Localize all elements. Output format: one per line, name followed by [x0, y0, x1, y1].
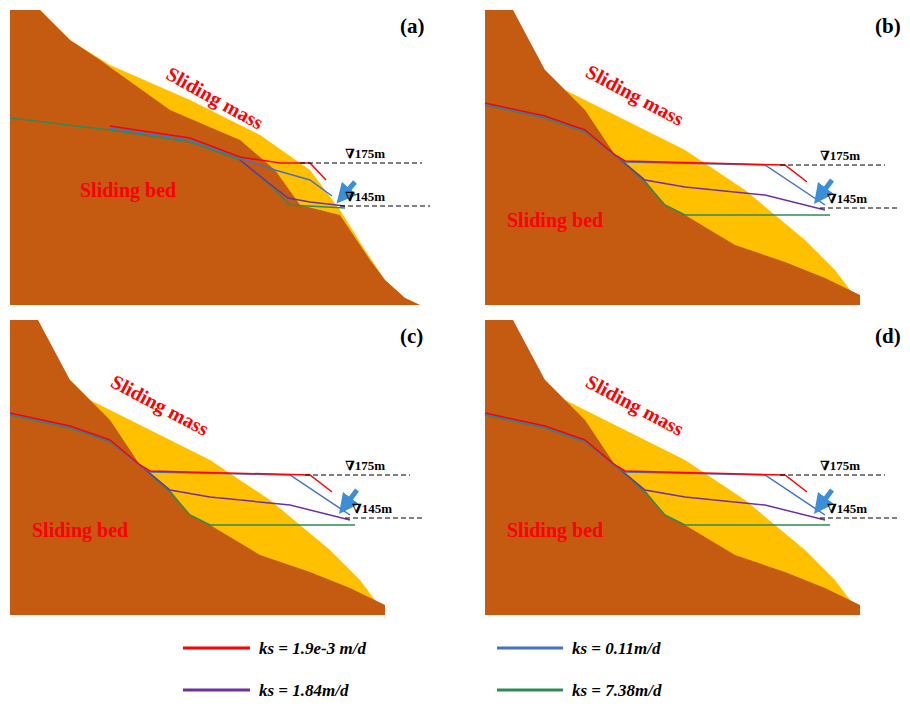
- legend-text: ks = 0.11m/d: [572, 640, 661, 657]
- region-label: Sliding bed: [507, 520, 603, 540]
- legend-line-sample: [183, 689, 250, 692]
- region-label: Sliding bed: [32, 520, 128, 540]
- legend-line-sample: [497, 647, 563, 650]
- panel-letter: (b): [875, 16, 901, 37]
- water-level: ∇145m: [352, 502, 392, 515]
- region-label: Sliding bed: [507, 210, 603, 230]
- slope-section: [485, 10, 897, 305]
- water-level: ∇175m: [820, 149, 860, 162]
- legend-line-sample: [183, 647, 250, 650]
- water-level: ∇145m: [345, 190, 385, 203]
- water-level: ∇145m: [827, 192, 867, 205]
- water-level: ∇175m: [345, 459, 385, 472]
- water-level: ∇175m: [345, 147, 385, 160]
- water-level: ∇145m: [827, 502, 867, 515]
- slope-section: [10, 10, 430, 305]
- panel-letter: (c): [400, 326, 423, 347]
- legend-text: ks = 7.38m/d: [572, 682, 662, 699]
- legend-text: ks = 1.84m/d: [259, 682, 349, 699]
- legend-text: ks = 1.9e-3 m/d: [259, 640, 366, 657]
- water-level: ∇175m: [820, 459, 860, 472]
- panel-letter: (d): [875, 326, 901, 347]
- legend-line-sample: [497, 689, 563, 692]
- region-label: Sliding bed: [80, 180, 176, 200]
- panel-letter: (a): [400, 16, 425, 37]
- slope-section: [485, 320, 897, 615]
- slope-section: [10, 320, 422, 615]
